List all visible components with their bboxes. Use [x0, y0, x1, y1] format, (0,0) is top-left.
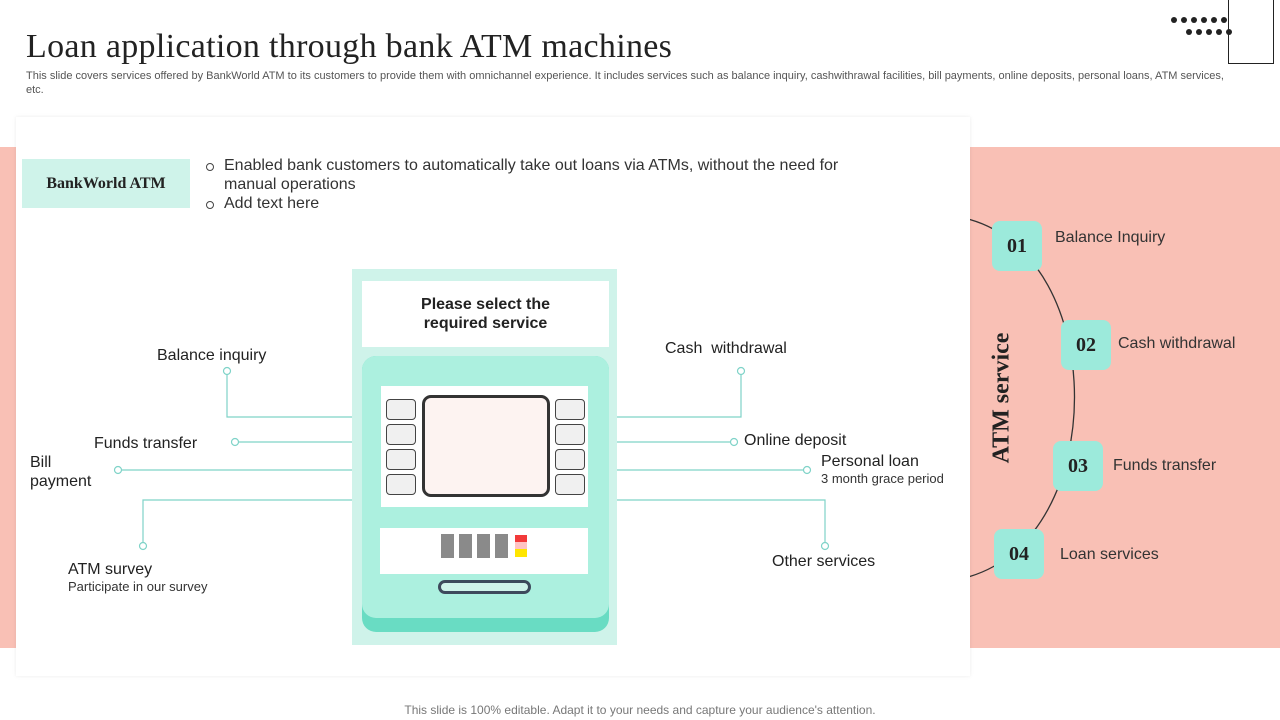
page-subtitle: This slide covers services offered by Ba… — [26, 70, 1224, 96]
option-personal-loan-sub: 3 month grace period — [821, 471, 944, 486]
atm-prompt: Please select the required service — [362, 281, 609, 347]
service-number-01: 01 — [992, 221, 1042, 271]
accent-band-left — [0, 147, 16, 648]
option-cash-withdrawal: Cash withdrawal — [665, 340, 787, 357]
service-label-loan-services: Loan services — [1060, 546, 1159, 563]
atm-side-key — [386, 399, 416, 420]
footer-note: This slide is 100% editable. Adapt it to… — [404, 703, 876, 717]
atm-side-key — [555, 399, 585, 420]
atm-side-key — [386, 424, 416, 445]
atm-side-key — [386, 449, 416, 470]
option-personal-loan: Personal loan 3 month grace period — [821, 452, 944, 487]
option-bill-payment: Bill payment — [30, 454, 92, 490]
page-title: Loan application through bank ATM machin… — [26, 28, 673, 65]
service-number-04: 04 — [994, 529, 1044, 579]
service-number-03: 03 — [1053, 441, 1103, 491]
service-label-funds-transfer: Funds transfer — [1113, 457, 1217, 474]
option-other-services: Other services — [772, 553, 876, 570]
atm-service-title: ATM service — [988, 332, 1015, 464]
service-label-cash-withdrawal: Cash withdrawal — [1118, 335, 1236, 352]
card-indicator-icon — [515, 549, 527, 557]
service-number-02: 02 — [1061, 320, 1111, 370]
card-indicator-icon — [515, 535, 527, 542]
card-indicator-icon — [515, 542, 527, 549]
atm-side-key — [386, 474, 416, 495]
intro-bullets: Enabled bank customers to automatically … — [204, 156, 854, 213]
intro-bullet: Add text here — [204, 194, 854, 213]
option-online-deposit: Online deposit — [744, 432, 847, 449]
atm-side-key — [555, 424, 585, 445]
service-label-balance-inquiry: Balance Inquiry — [1055, 229, 1166, 246]
option-atm-survey: ATM survey Participate in our survey — [68, 560, 207, 595]
intro-bullet: Enabled bank customers to automatically … — [204, 156, 854, 194]
atm-prompt-text: Please select the required service — [421, 296, 550, 332]
cash-note-icon — [459, 534, 472, 558]
cash-note-icon — [441, 534, 454, 558]
option-balance-inquiry: Balance inquiry — [157, 347, 267, 364]
decorative-frame — [1228, 0, 1274, 64]
atm-card-slot — [438, 580, 531, 594]
cash-note-icon — [495, 534, 508, 558]
atm-screen — [422, 395, 550, 497]
option-atm-survey-sub: Participate in our survey — [68, 579, 208, 594]
atm-side-key — [555, 449, 585, 470]
option-funds-transfer: Funds transfer — [94, 435, 198, 452]
option-personal-loan-label: Personal loan — [821, 453, 919, 470]
option-atm-survey-label: ATM survey — [68, 561, 153, 578]
atm-side-key — [555, 474, 585, 495]
decorative-dots — [1171, 17, 1232, 35]
bankworld-badge: BankWorld ATM — [22, 159, 190, 208]
cash-note-icon — [477, 534, 490, 558]
